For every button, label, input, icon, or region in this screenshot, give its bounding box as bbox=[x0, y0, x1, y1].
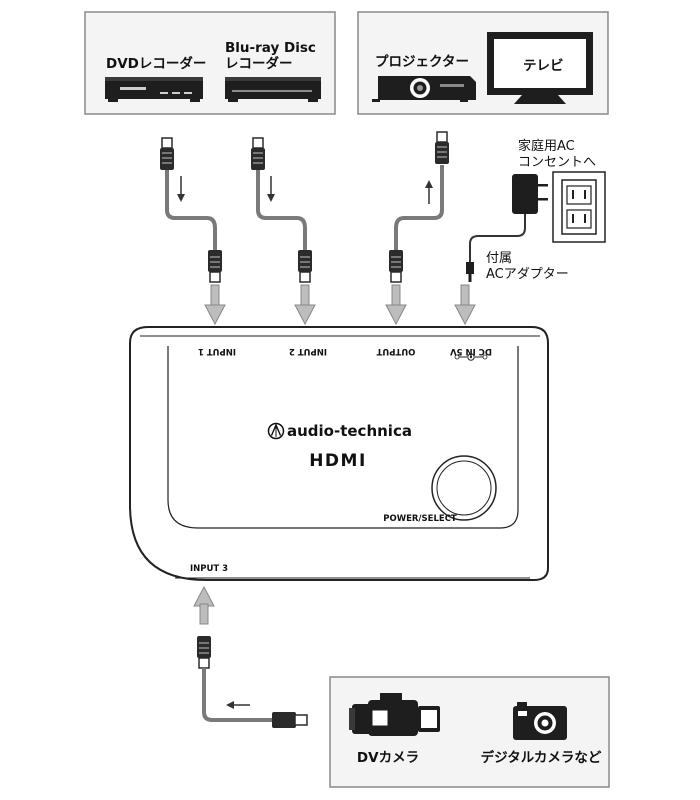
adapter-label-line1: 付属 bbox=[486, 251, 512, 266]
port-label-input3: INPUT 3 bbox=[190, 564, 228, 574]
port-label-dc-in: DC IN 5V bbox=[450, 346, 492, 356]
wall-outlet-icon bbox=[552, 171, 606, 243]
insert-arrow-input1 bbox=[204, 284, 226, 326]
power-select-knob[interactable] bbox=[431, 455, 497, 521]
digital-camera-label: デジタルカメラなど bbox=[481, 749, 602, 766]
insert-arrow-input2 bbox=[294, 284, 316, 326]
bluray-label-line1: Blu-ray Disc bbox=[225, 40, 316, 56]
audio-technica-logo bbox=[267, 422, 285, 440]
insert-arrow-input3 bbox=[193, 585, 215, 625]
hdmi-plug-display-end bbox=[434, 131, 450, 165]
projector-icon bbox=[372, 76, 476, 102]
hdmi-logo: HDMI bbox=[309, 451, 367, 471]
dv-camera-label: DVカメラ bbox=[357, 750, 419, 766]
digital-camera-icon bbox=[513, 702, 567, 740]
tv-label: テレビ bbox=[523, 58, 564, 74]
brand-name: audio-technica bbox=[287, 422, 412, 440]
hdmi-plug-input2 bbox=[297, 249, 313, 283]
dvd-recorder-label: DVDレコーダー bbox=[106, 55, 206, 72]
port-label-input2: INPUT 2 bbox=[289, 346, 327, 356]
bluray-recorder-icon bbox=[225, 77, 321, 102]
hdmi-plug-bluray-end bbox=[250, 137, 266, 171]
adapter-label-line2: ACアダプター bbox=[486, 267, 569, 282]
signal-arrow-dvd bbox=[177, 176, 185, 202]
signal-arrow-bluray bbox=[267, 176, 275, 202]
hdmi-cable-output bbox=[394, 165, 444, 255]
insert-arrow-dc bbox=[454, 284, 476, 326]
signal-arrow-display bbox=[425, 180, 433, 204]
power-select-label: POWER/SELECT bbox=[383, 514, 457, 524]
dc-polarity-icon bbox=[454, 353, 488, 361]
projector-label: プロジェクター bbox=[375, 54, 469, 70]
hdmi-plug-output bbox=[388, 249, 404, 283]
outlet-label-line1: 家庭用AC bbox=[518, 138, 575, 154]
outlet-label-line2: コンセントへ bbox=[518, 155, 596, 170]
hdmi-cable-input3 bbox=[202, 668, 272, 722]
insert-arrow-output bbox=[385, 284, 407, 326]
hdmi-plug-input1 bbox=[207, 249, 223, 283]
tv-icon bbox=[487, 32, 593, 104]
dv-camera-icon bbox=[349, 693, 440, 736]
hdmi-cable-input1 bbox=[165, 170, 217, 255]
hdmi-cable-input2 bbox=[256, 170, 307, 255]
port-label-output: OUTPUT bbox=[376, 346, 415, 356]
signal-arrow-camera bbox=[226, 701, 250, 709]
port-label-input1: INPUT 1 bbox=[198, 346, 236, 356]
hdmi-switcher-device bbox=[129, 326, 549, 581]
hdmi-plug-dvd-end bbox=[159, 137, 175, 171]
bluray-label-line2: レコーダー bbox=[225, 55, 293, 72]
ac-adapter-icon bbox=[466, 174, 548, 282]
mini-hdmi-plug-camera-end bbox=[272, 712, 308, 728]
hdmi-plug-input3 bbox=[196, 635, 212, 669]
dvd-recorder-icon bbox=[105, 77, 203, 102]
